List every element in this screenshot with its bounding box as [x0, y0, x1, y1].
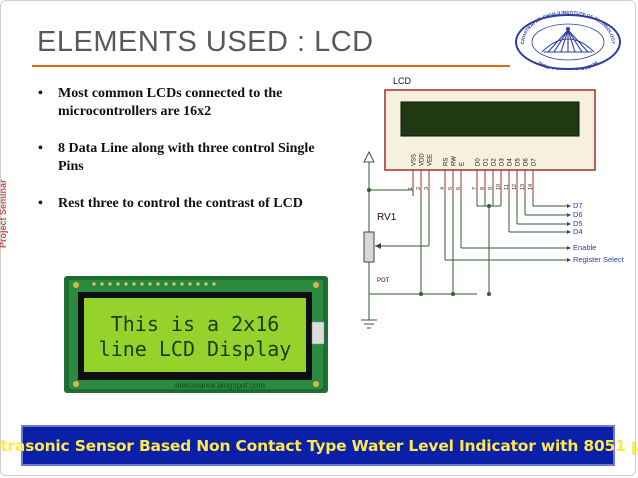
pin-name-label: D4 [508, 158, 514, 166]
pin-number-label: 1 [408, 187, 414, 190]
bullet-list: Most common LCDs connected to the microc… [38, 85, 338, 232]
pin-number-label: 11 [504, 184, 510, 190]
bullet-item: Rest three to control the contrast of LC… [38, 195, 338, 213]
label-d5: D5 [573, 219, 583, 228]
pin-name-label: VDD [420, 153, 426, 166]
lcd-watermark: elektroarea.blogspot.com [175, 381, 265, 390]
pin-name-label: D2 [492, 158, 498, 166]
pin-name-label: RS [444, 158, 450, 166]
pin-number-label: 2 [416, 187, 422, 190]
label-d7: D7 [573, 201, 583, 210]
pin-number-label: 10 [496, 184, 502, 190]
label-register-select: Register Select [573, 255, 625, 264]
pin-number-label: 14 [528, 184, 534, 190]
pin-number-label: 8 [480, 187, 486, 190]
pin-number-label: 7 [472, 187, 478, 190]
pin-name-label: RW [452, 156, 458, 166]
pin-number-label: 13 [520, 184, 526, 190]
pin-name-label: D5 [516, 158, 522, 166]
bullet-item: 8 Data Line along with three control Sin… [38, 140, 338, 176]
pin-name-label: D1 [484, 158, 490, 166]
pin-name-label: D0 [476, 158, 482, 166]
pin-name-label: D3 [500, 158, 506, 166]
pin-name-label: E [460, 162, 466, 166]
label-d6: D6 [573, 210, 583, 219]
pin-number-label: 5 [448, 187, 454, 190]
side-label: Project Seminar [0, 179, 8, 248]
label-enable: Enable [573, 243, 596, 252]
label-d4: D4 [573, 227, 583, 236]
pin-number-label: 3 [424, 187, 430, 190]
pin-name-label: D6 [524, 158, 530, 166]
pot-label: POT [377, 278, 390, 284]
pin-number-label: 4 [440, 187, 446, 190]
schematic-lcd-label: LCD [393, 76, 412, 86]
lcd-line-1: This is a 2x16 [111, 312, 280, 336]
title-underline [32, 65, 510, 67]
pin-number-label: 9 [488, 187, 494, 190]
rv1-label: RV1 [377, 212, 397, 223]
bullet-item: Most common LCDs connected to the microc… [38, 85, 338, 121]
pin-name-label: D7 [532, 158, 538, 166]
pin-name-label: VSS [412, 154, 418, 166]
footer-title: Ultrasonic Sensor Based Non Contact Type… [0, 436, 638, 455]
lcd-module-photo: This is a 2x16 line LCD Display elektroa… [64, 276, 328, 393]
institute-logo: CHHATRAPATI SHIVAJI INSTITUTE OF TECHNOL… [515, 10, 621, 70]
lcd-line-2: line LCD Display [99, 337, 292, 361]
schematic-pins: VSS 1 VDD 2 VEE 3 RS 4 RW 5 E 6 D0 7 D1 8 D2 9 D3 10 D4 11 D5 1… [408, 153, 538, 190]
slide-title: ELEMENTS USED : LCD [37, 26, 374, 58]
pin-name-label: VEE [428, 154, 434, 166]
pin-number-label: 6 [456, 187, 462, 190]
pin-number-label: 12 [512, 184, 518, 190]
footer-banner: Ultrasonic Sensor Based Non Contact Type… [0, 425, 638, 466]
lcd-schematic: LCD VSS1VDD2VEE3RS4RW5E6D07D18D29D310D41… [361, 76, 625, 329]
